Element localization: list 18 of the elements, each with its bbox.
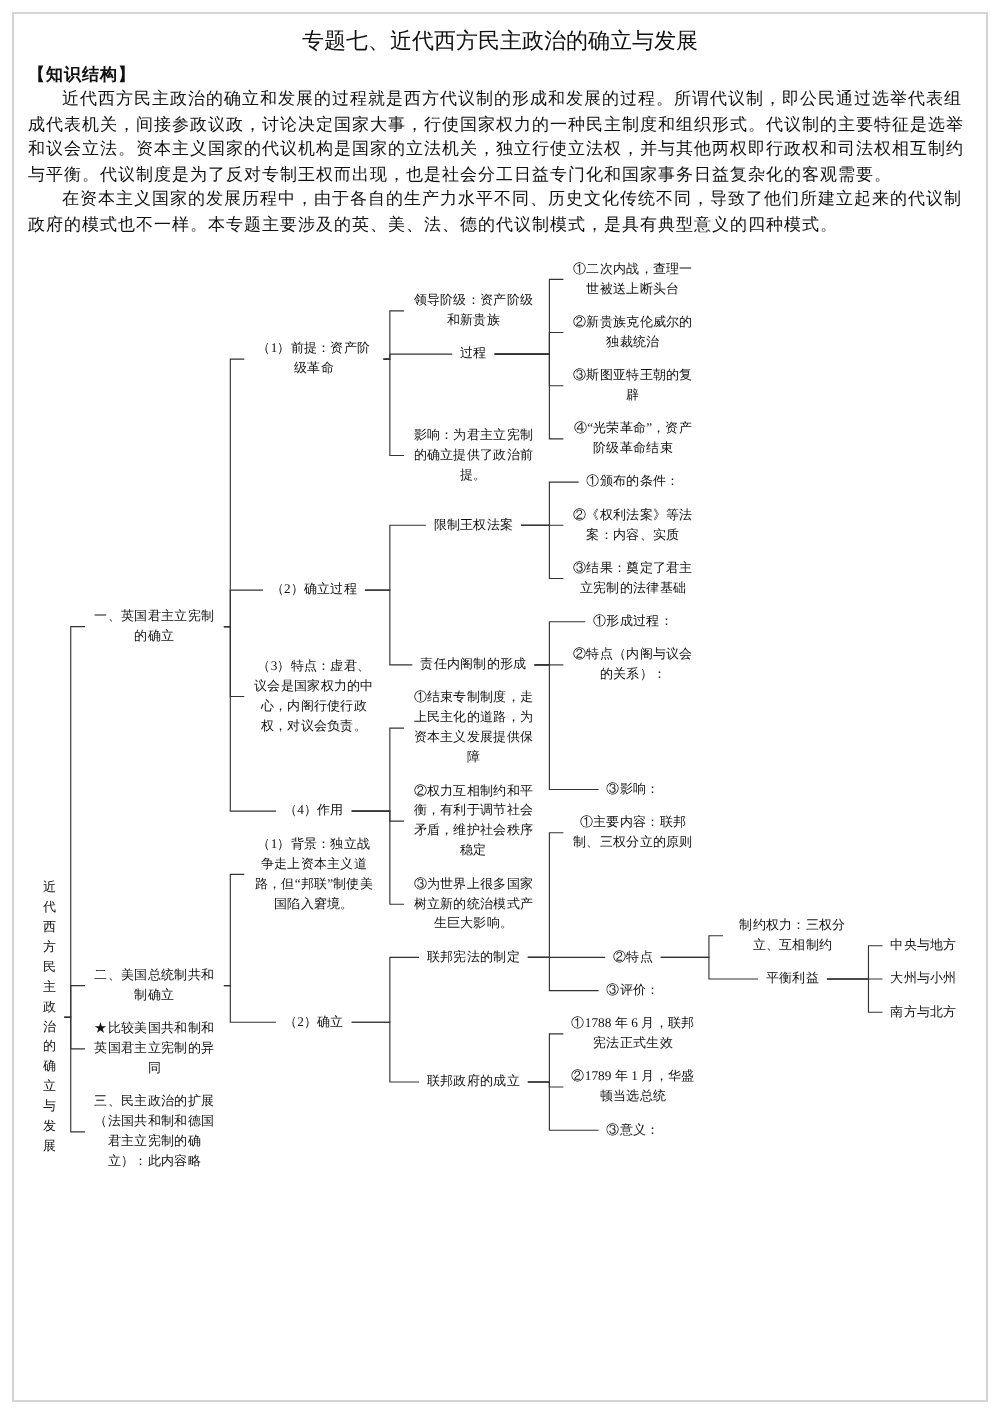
intro-paragraph: 近代西方民主政治的确立和发展的过程就是西方代议制的形成和发展的过程。所谓代议制，即公民通过选举代表组成代表机关，间接参政议政，讨论决定国家大事，行使国家权力的一种民主制度和组织形式。代议制的主要特征是选举和议会立法。资本主义国家的代议机构是国家的立法机关，独立行使立法权，并与其他两权即行政权和司法权相互制约与平衡。代议制度是为了反对专制王权而出现，也是社会分工日益专门化和国家事务日益复杂化的客观需要。: [28, 86, 966, 187]
section-heading: 【知识结构】: [28, 62, 136, 87]
connector: [659, 957, 759, 980]
connector: [526, 957, 600, 992]
connector: [350, 1022, 420, 1083]
connector: [526, 1081, 600, 1132]
connector: [350, 810, 405, 906]
connector: [493, 353, 565, 440]
connector: [223, 985, 277, 1024]
connector: [382, 358, 405, 457]
connector: [223, 626, 277, 813]
diagram-title: 专题七、近代西方民主政治的确立与发展: [302, 27, 698, 56]
connector: [364, 589, 414, 666]
connector: [63, 1017, 86, 1133]
intro-paragraph: 在资本主义国家的发展历程中，由于各自的生产力水平不同、历史文化传统不同，导致了他们所建立起来的代议制政府的模式也不一样。本专题主要涉及的英、美、法、德的代议制模式，是具有典型意义的四种模式。: [28, 186, 965, 237]
connector: [826, 978, 884, 1014]
connector: [533, 664, 600, 791]
connector: [520, 525, 565, 580]
